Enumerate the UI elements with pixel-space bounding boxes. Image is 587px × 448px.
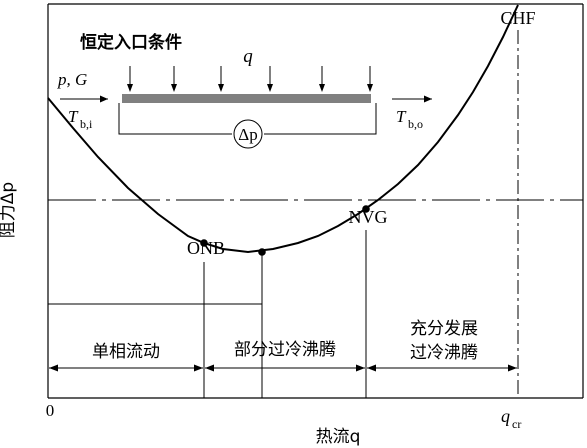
reference-lines [48, 30, 583, 398]
region-partial-subcooled: 部分过冷沸腾 [234, 340, 336, 360]
outlet-temperature-subscript: b,o [408, 117, 423, 131]
heat-arrow-head-2 [218, 84, 224, 92]
x-origin-label: 0 [46, 401, 55, 420]
curve-markers [200, 205, 370, 256]
region-arrow-0 [49, 364, 203, 372]
region-arrow-1-head-right [356, 364, 365, 372]
curve-marker-minimum [258, 248, 266, 256]
region-arrow-1 [205, 364, 365, 372]
region-arrow-2-head-right [508, 364, 517, 372]
x-end-label: q [501, 406, 510, 426]
inlet-temperature-subscript: b,i [80, 117, 93, 131]
heat-arrow-head-0 [127, 84, 133, 92]
region-fully-developed-line1: 充分发展 [410, 319, 478, 339]
heat-arrow-head-5 [367, 84, 373, 92]
axes-frame [47, 3, 584, 399]
differential-pressure-gauge [233, 119, 263, 149]
inset-title: 恒定入口条件 [80, 32, 182, 53]
region-arrow-2 [367, 364, 517, 372]
region-arrow-2-head-left [367, 364, 376, 372]
curve-marker-onb [200, 239, 208, 247]
heat-arrow-head-3 [267, 84, 273, 92]
region-arrow-0-head-right [194, 364, 203, 372]
outlet-temperature: T [396, 107, 407, 126]
x-end-label-subscript: cr [512, 417, 521, 431]
heated-channel [122, 94, 371, 103]
pressure-drop-curve [47, 4, 519, 254]
inset-schematic: 恒定入口条件 q p, G T b,i T b,o Δp [57, 32, 432, 149]
y-axis-label: 阻力Δp [0, 182, 18, 238]
inlet-arrowhead [100, 95, 108, 103]
label-nvg: NVG [349, 207, 388, 227]
curve-marker-nvg [362, 205, 370, 213]
outlet-arrowhead [424, 95, 432, 103]
heat-arrow-head-4 [319, 84, 325, 92]
heat-flux-arrows [127, 66, 373, 92]
x-axis-label: 热流q [316, 427, 361, 447]
differential-pressure-label: Δp [238, 125, 257, 144]
region-boundaries [203, 230, 367, 398]
heat-arrow-head-1 [171, 84, 177, 92]
region-fully-developed-line2: 过冷沸腾 [410, 343, 478, 363]
inlet-temperature: T [68, 107, 79, 126]
label-onb: ONB [187, 238, 225, 258]
heat-flux-label: q [243, 46, 253, 67]
region-arrows [49, 364, 517, 372]
label-chf: CHF [500, 8, 535, 28]
region-arrow-1-head-left [205, 364, 214, 372]
inlet-pressure-flow-label: p, G [57, 70, 87, 89]
region-single-phase: 单相流动 [92, 342, 160, 362]
region-arrow-0-head-left [49, 364, 58, 372]
differential-pressure-line [118, 103, 377, 135]
